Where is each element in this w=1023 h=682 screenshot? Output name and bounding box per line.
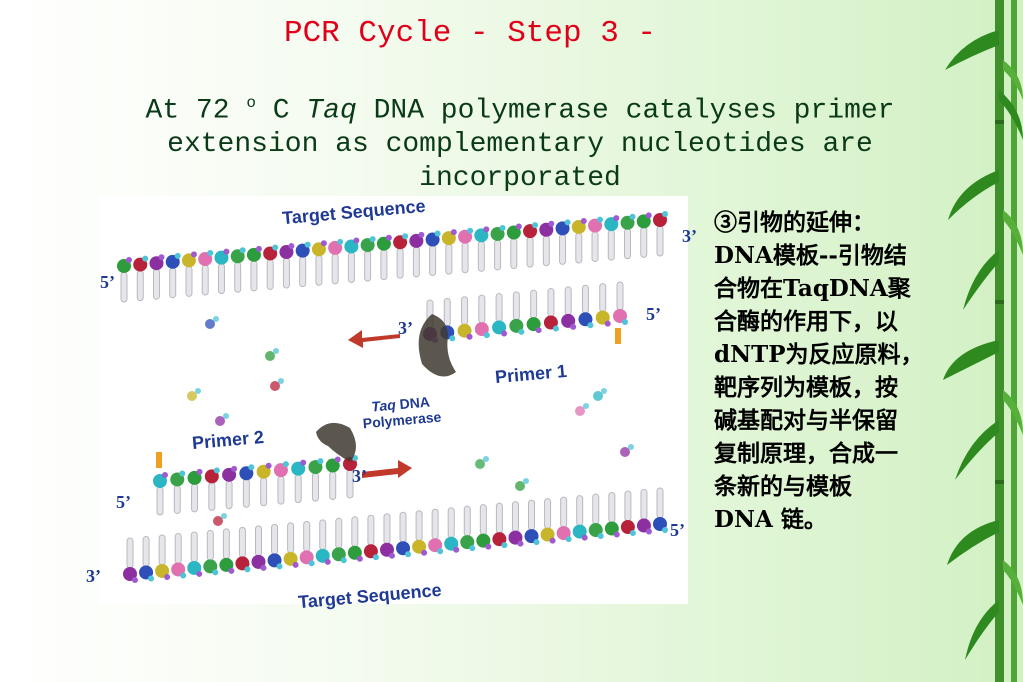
side-line-1: ③引物的延伸： — [714, 209, 875, 236]
degree-sign: o — [246, 94, 256, 112]
free-nucleotide-phosphate — [523, 478, 529, 484]
free-nucleotide-phosphate — [195, 388, 201, 394]
subtitle-line-1: At 72 o C Taq DNA polymerase catalyses p… — [100, 86, 940, 128]
arrow-right-icon — [362, 460, 412, 478]
bamboo-decoration — [943, 0, 1023, 682]
side-line-6: 靶序列为模板，按 — [714, 374, 898, 401]
free-nucleotide-phosphate — [273, 348, 279, 354]
end-primer2-right: 3’ — [352, 466, 367, 486]
end-primer1-right: 5’ — [646, 304, 661, 324]
strand-primer-1 — [423, 281, 628, 343]
free-nucleotide-phosphate — [223, 413, 229, 419]
free-nucleotide — [187, 391, 197, 401]
subtitle-line-2: extension as complementary nucleotides a… — [167, 129, 873, 161]
free-nucleotide-phosphate — [601, 388, 607, 394]
primer-2-marker — [156, 452, 162, 468]
side-line-3: 合物在TaqDNA聚 — [714, 275, 911, 302]
free-nucleotide — [215, 416, 225, 426]
free-nucleotide-phosphate — [583, 403, 589, 409]
side-line-7: 碱基配对与半保留 — [714, 407, 898, 434]
chinese-explanation: ③引物的延伸： DNA模板--引物结 合物在TaqDNA聚 合酶的作用下，以 d… — [714, 206, 964, 536]
pcr-diagram: Target Sequence Target Sequence Primer 1… — [86, 196, 688, 612]
slide-title: PCR Cycle - Step 3 - — [283, 16, 657, 51]
free-nucleotide — [270, 381, 280, 391]
subtitle-line-3: incorporated — [419, 163, 621, 195]
free-nucleotide — [205, 319, 215, 329]
side-line-2: DNA模板--引物结 — [714, 242, 907, 269]
strand-template-top — [117, 211, 668, 303]
side-line-10: DNA 链。 — [714, 506, 827, 533]
end-bottom-right: 5’ — [670, 520, 685, 540]
free-nucleotide — [575, 406, 585, 416]
dna-strands-illustration — [117, 211, 668, 583]
end-bottom-left: 3’ — [86, 566, 101, 586]
free-nucleotide — [213, 516, 223, 526]
free-nucleotide-phosphate — [213, 316, 219, 322]
polymerase-enzyme-upper — [418, 314, 456, 377]
free-nucleotide — [593, 391, 603, 401]
polymerase-enzyme-lower — [316, 422, 356, 462]
primer-1-marker — [615, 328, 621, 344]
end-top-right: 3’ — [682, 226, 697, 246]
free-nucleotide-phosphate — [221, 513, 227, 519]
strand-primer-2 — [153, 455, 358, 516]
free-nucleotide-phosphate — [628, 444, 634, 450]
end-primer2-left: 5’ — [116, 492, 131, 512]
strand-template-bottom — [123, 487, 668, 583]
end-primer1-left: 3’ — [398, 318, 413, 338]
side-line-9: 条新的与模板 — [714, 473, 852, 500]
side-line-8: 复制原理，合成一 — [714, 440, 898, 467]
free-nucleotide-phosphate — [483, 456, 489, 462]
slide-subtitle: At 72 o C Taq DNA polymerase catalyses p… — [100, 86, 940, 196]
side-line-4: 合酶的作用下，以 — [714, 308, 898, 335]
end-top-left: 5’ — [100, 272, 115, 292]
free-nucleotide-phosphate — [278, 378, 284, 384]
free-nucleotide — [265, 351, 275, 361]
label-taq-polymerase: Taq DNA Polymerase — [361, 393, 442, 432]
arrow-left-icon — [348, 330, 400, 348]
subtitle-text-c: DNA polymerase catalyses primer — [356, 95, 895, 127]
subtitle-taq: Taq — [306, 95, 357, 127]
subtitle-text-a: At 72 — [145, 95, 247, 127]
side-line-5: dNTP为反应原料， — [714, 341, 924, 368]
free-nucleotide — [515, 481, 525, 491]
free-nucleotide — [620, 447, 630, 457]
subtitle-text-b: C — [255, 95, 307, 127]
free-nucleotide — [475, 459, 485, 469]
